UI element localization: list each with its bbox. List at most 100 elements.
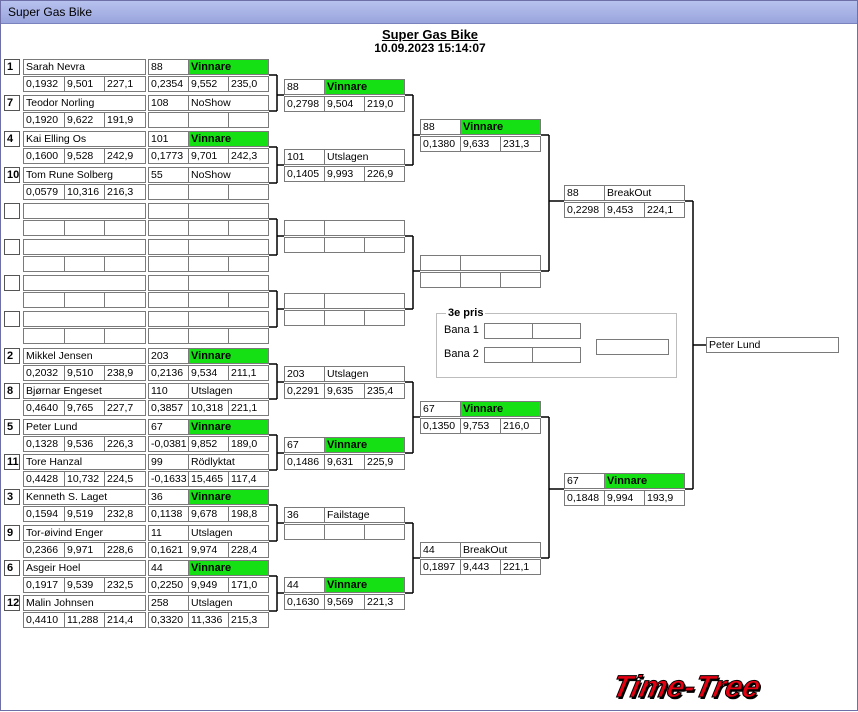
seed-number: 11 xyxy=(4,454,20,470)
elapsed-time xyxy=(324,524,365,540)
rider-name: Tor-øivind Enger xyxy=(23,525,146,541)
entry-status: Vinnare xyxy=(188,489,269,505)
entry-status: Vinnare xyxy=(188,59,269,75)
rider-name xyxy=(23,203,146,219)
entry-number xyxy=(284,293,325,309)
elapsed-time: 9,552 xyxy=(188,76,229,92)
trap-speed: 228,4 xyxy=(228,542,269,558)
lane2-entry xyxy=(484,347,533,363)
event-datetime: 10.09.2023 15:14:07 xyxy=(374,41,486,55)
entry-status xyxy=(188,311,269,327)
rider-name: Bjørnar Engeset xyxy=(23,383,146,399)
entry-status: Vinnare xyxy=(324,79,405,95)
reaction-time xyxy=(148,184,189,200)
trap-speed xyxy=(364,524,405,540)
entry-number: 44 xyxy=(420,542,461,558)
entry-number xyxy=(148,275,189,291)
rider-elapsed-time: 9,765 xyxy=(64,400,105,416)
elapsed-time: 9,852 xyxy=(188,436,229,452)
elapsed-time: 15,465 xyxy=(188,471,229,487)
entry-status: Utslagen xyxy=(324,366,405,382)
trap-speed xyxy=(364,310,405,326)
time-tree-logo: Time-Tree xyxy=(609,669,764,705)
reaction-time xyxy=(148,328,189,344)
rider-elapsed-time: 9,622 xyxy=(64,112,105,128)
rider-name: Mikkel Jensen xyxy=(23,348,146,364)
elapsed-time xyxy=(188,256,229,272)
reaction-time xyxy=(420,272,461,288)
trap-speed: 221,3 xyxy=(364,594,405,610)
rider-reaction-time: 0,4428 xyxy=(23,471,65,487)
entry-number xyxy=(420,255,461,271)
rider-name: Sarah Nevra xyxy=(23,59,146,75)
rider-name xyxy=(23,239,146,255)
elapsed-time xyxy=(324,237,365,253)
trap-speed: 189,0 xyxy=(228,436,269,452)
seed-number: 8 xyxy=(4,383,20,399)
elapsed-time: 9,678 xyxy=(188,506,229,522)
entry-number xyxy=(148,311,189,327)
reaction-time: 0,3857 xyxy=(148,400,189,416)
seed-number: 9 xyxy=(4,525,20,541)
reaction-time xyxy=(148,220,189,236)
seed-number: 12 xyxy=(4,595,20,611)
seed-number xyxy=(4,311,20,327)
elapsed-time xyxy=(188,184,229,200)
entry-number: 67 xyxy=(148,419,189,435)
seed-number xyxy=(4,239,20,255)
entry-number: 203 xyxy=(148,348,189,364)
seed-number: 4 xyxy=(4,131,20,147)
rider-name xyxy=(23,275,146,291)
trap-speed: 215,3 xyxy=(228,612,269,628)
entry-number: 108 xyxy=(148,95,189,111)
rider-reaction-time xyxy=(23,256,65,272)
rider-trap-speed xyxy=(104,328,146,344)
entry-status: Rödlyktat xyxy=(188,454,269,470)
rider-trap-speed: 227,1 xyxy=(104,76,146,92)
entry-number: 44 xyxy=(284,577,325,593)
entry-status xyxy=(188,275,269,291)
rider-name: Kenneth S. Laget xyxy=(23,489,146,505)
lane1-status xyxy=(532,323,581,339)
entry-number: 101 xyxy=(148,131,189,147)
reaction-time: 0,1630 xyxy=(284,594,325,610)
elapsed-time xyxy=(188,112,229,128)
rider-elapsed-time: 10,732 xyxy=(64,471,105,487)
rider-elapsed-time xyxy=(64,256,105,272)
seed-number: 10 xyxy=(4,167,20,183)
trap-speed: 193,9 xyxy=(644,490,685,506)
elapsed-time: 9,633 xyxy=(460,136,501,152)
reaction-time xyxy=(148,112,189,128)
entry-number: 36 xyxy=(148,489,189,505)
reaction-time: 0,2798 xyxy=(284,96,325,112)
elapsed-time: 9,534 xyxy=(188,365,229,381)
elapsed-time: 10,318 xyxy=(188,400,229,416)
rider-reaction-time: 0,2032 xyxy=(23,365,65,381)
elapsed-time xyxy=(188,220,229,236)
trap-speed: 216,0 xyxy=(500,418,541,434)
seed-number: 2 xyxy=(4,348,20,364)
entry-status: BreakOut xyxy=(604,185,685,201)
trap-speed: 221,1 xyxy=(500,559,541,575)
entry-number: 88 xyxy=(420,119,461,135)
rider-reaction-time xyxy=(23,220,65,236)
lane1-entry xyxy=(484,323,533,339)
entry-number: 101 xyxy=(284,149,325,165)
rider-elapsed-time: 9,528 xyxy=(64,148,105,164)
title-bar: Super Gas Bike xyxy=(1,1,857,24)
reaction-time: 0,2298 xyxy=(564,202,605,218)
rider-trap-speed: 232,8 xyxy=(104,506,146,522)
rider-elapsed-time: 11,288 xyxy=(64,612,105,628)
seed-number: 7 xyxy=(4,95,20,111)
trap-speed: 219,0 xyxy=(364,96,405,112)
rider-reaction-time: 0,1932 xyxy=(23,76,65,92)
trap-speed: 171,0 xyxy=(228,577,269,593)
rider-trap-speed: 227,7 xyxy=(104,400,146,416)
reaction-time: 0,1380 xyxy=(420,136,461,152)
rider-trap-speed: 191,9 xyxy=(104,112,146,128)
entry-status xyxy=(324,293,405,309)
rider-reaction-time: 0,4640 xyxy=(23,400,65,416)
rider-reaction-time: 0,2366 xyxy=(23,542,65,558)
